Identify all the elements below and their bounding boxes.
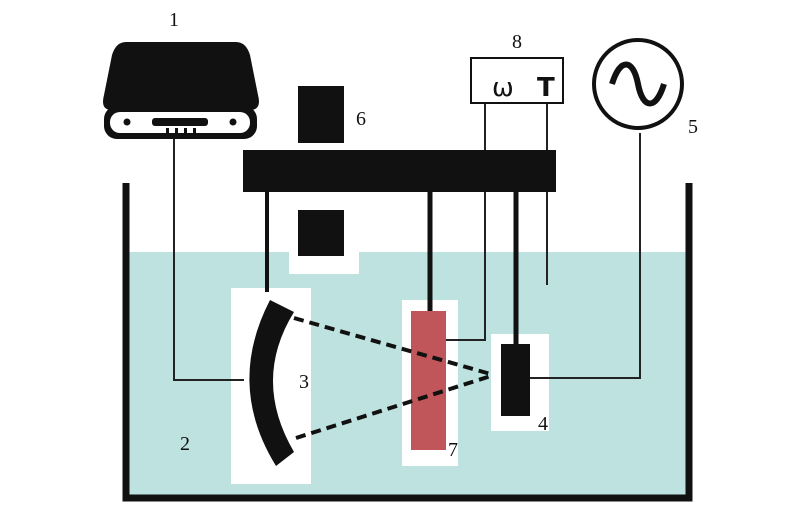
generator-slot bbox=[152, 118, 208, 126]
sensor-lower-block bbox=[298, 210, 344, 256]
tank-walls bbox=[122, 183, 693, 502]
label-4: 4 bbox=[538, 413, 548, 435]
beam-lower bbox=[295, 373, 495, 440]
generator-knob bbox=[123, 118, 131, 126]
label-7: 7 bbox=[448, 439, 458, 461]
wire-oscillator-to-hydrophone bbox=[529, 133, 641, 379]
meter-temp-symbol: T bbox=[537, 73, 555, 103]
label-2: 2 bbox=[180, 433, 190, 455]
generator-dot bbox=[229, 118, 237, 126]
meter: ω T bbox=[470, 57, 564, 104]
hydrophone bbox=[501, 344, 530, 416]
label-8: 8 bbox=[512, 31, 522, 53]
beam-upper bbox=[293, 316, 495, 377]
label-3: 3 bbox=[299, 371, 309, 393]
oscillator bbox=[592, 38, 684, 130]
sensor-upper-block bbox=[298, 86, 344, 143]
wire-generator-to-transducer bbox=[173, 136, 244, 381]
support-bar bbox=[243, 150, 556, 192]
label-5: 5 bbox=[688, 116, 698, 138]
signal-generator bbox=[103, 42, 259, 139]
sine-wave-icon bbox=[609, 61, 667, 107]
meter-omega-symbol: ω bbox=[492, 73, 514, 103]
focused-transducer bbox=[249, 300, 294, 466]
label-1: 1 bbox=[169, 9, 179, 31]
sample bbox=[411, 311, 446, 450]
label-6: 6 bbox=[356, 108, 366, 130]
